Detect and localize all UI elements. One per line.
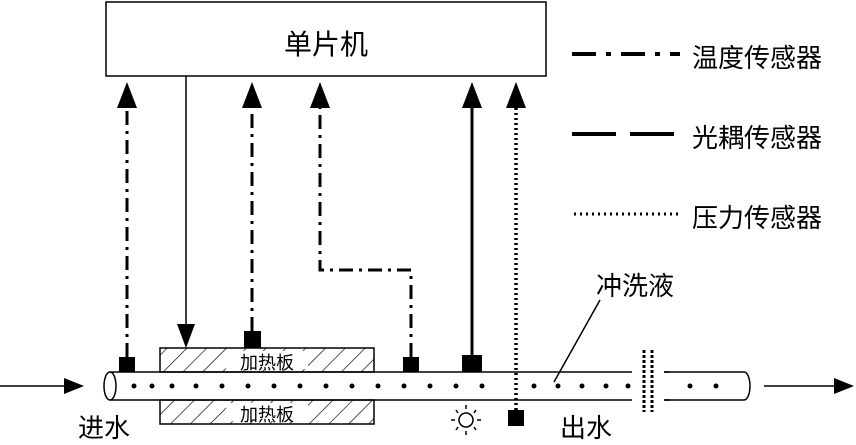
flush-liquid-label: 冲洗液 xyxy=(596,272,675,302)
legend-optocoupler-label: 光耦传感器 xyxy=(692,124,823,154)
inlet-label: 进水 xyxy=(78,414,131,444)
legend-pressure-label: 压力传感器 xyxy=(692,204,823,234)
optocoupler-sensor xyxy=(462,82,482,372)
mcu-label: 单片机 xyxy=(283,28,368,61)
temperature-sensor-3 xyxy=(310,82,419,372)
temperature-sensor-2 xyxy=(242,82,262,348)
heater-bottom-label: 加热板 xyxy=(240,405,294,426)
mcu-box xyxy=(105,1,547,77)
mcu-to-heater-line xyxy=(177,76,195,348)
flush-liquid-dots xyxy=(131,383,719,389)
outlet-arrow xyxy=(764,378,854,394)
heater-top-label: 加热板 xyxy=(240,353,294,374)
pressure-sensor xyxy=(506,82,526,426)
temperature-sensor-1 xyxy=(117,82,137,372)
light-source-icon xyxy=(451,405,481,435)
outlet-label: 出水 xyxy=(560,414,613,444)
legend-temperature-label: 温度传感器 xyxy=(692,44,823,74)
flush-liquid-pointer xyxy=(553,299,601,383)
inlet-arrow xyxy=(0,378,84,394)
